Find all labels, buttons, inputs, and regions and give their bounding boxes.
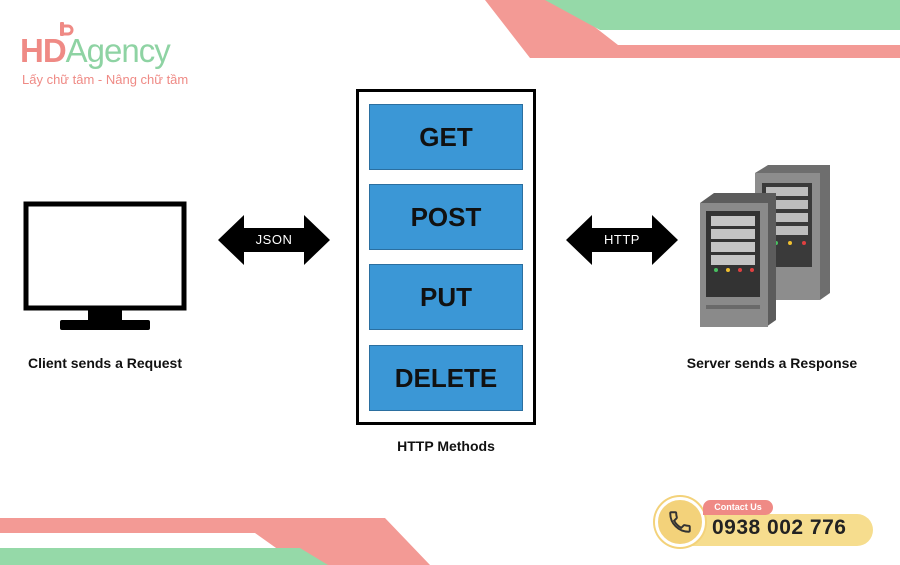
http-methods-box: GET POST PUT DELETE [356, 89, 536, 425]
json-arrow-label: JSON [255, 232, 293, 247]
top-right-green-stripe [545, 0, 900, 30]
contact-badge[interactable]: Contact Us 0938 002 776 [655, 497, 880, 549]
logo-wordmark: HDAgency [20, 32, 171, 70]
logo-hd: HD [20, 32, 67, 69]
top-right-pink-stripe [485, 0, 900, 58]
logo-agency: Agency [65, 32, 171, 69]
contact-us-tab: Contact Us [703, 500, 773, 515]
logo-tagline: Lấy chữ tâm - Nâng chữ tầm [22, 72, 189, 87]
method-put: PUT [369, 264, 523, 330]
bottom-left-pink-stripe [0, 518, 430, 565]
contact-phone-number[interactable]: 0938 002 776 [712, 516, 847, 539]
logo-mark-icon [60, 22, 74, 36]
method-get: GET [369, 104, 523, 170]
http-arrow-label: HTTP [604, 232, 640, 247]
double-arrow-icon [566, 215, 678, 265]
server-icon [700, 165, 830, 327]
server-label: Server sends a Response [686, 355, 858, 371]
monitor-icon [23, 201, 187, 330]
phone-button[interactable] [655, 497, 705, 547]
client-label: Client sends a Request [27, 355, 183, 371]
contact-pill [673, 514, 873, 546]
methods-caption: HTTP Methods [397, 438, 495, 454]
method-delete: DELETE [369, 345, 523, 411]
bottom-left-green-stripe [0, 548, 328, 565]
method-post: POST [369, 184, 523, 250]
double-arrow-icon [218, 215, 330, 265]
phone-icon [669, 511, 691, 533]
